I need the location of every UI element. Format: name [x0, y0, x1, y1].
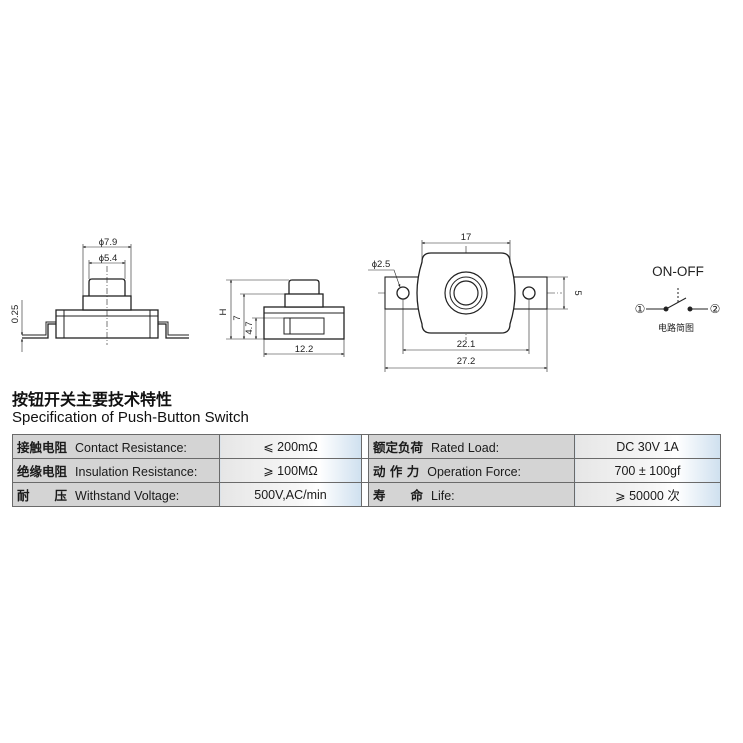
- table-gap: [361, 458, 369, 483]
- label-en: Insulation Resistance:: [75, 465, 198, 479]
- spec-label-life: 寿 命 Life:: [368, 482, 575, 507]
- table-row: 绝缘电阻 Insulation Resistance: ⩾ 100MΩ 动 作 力…: [12, 458, 721, 483]
- dim-hole-spacing: 22.1: [457, 339, 476, 350]
- dim-terminal-thickness: 0.25: [10, 305, 21, 324]
- top-view: [368, 240, 568, 372]
- label-en: Rated Load:: [431, 441, 500, 455]
- label-cn: 绝缘电阻: [17, 464, 68, 479]
- spec-value-withstand-voltage: 500V,AC/min: [219, 482, 362, 507]
- label-cn: 耐 压: [17, 488, 68, 503]
- side-view: [226, 279, 345, 357]
- dim-height-4-7: 4.7: [244, 321, 255, 334]
- spec-label-contact-resistance: 接触电阻 Contact Resistance:: [12, 434, 220, 459]
- table-gap: [361, 482, 369, 507]
- dim-overall-length: 27.2: [457, 356, 476, 367]
- dim-height-h: H: [218, 308, 229, 315]
- spec-label-withstand-voltage: 耐 压 Withstand Voltage:: [12, 482, 220, 507]
- label-en: Operation Force:: [427, 465, 522, 479]
- label-en: Contact Resistance:: [75, 441, 187, 455]
- circuit-caption: 电路简图: [658, 322, 694, 334]
- spec-label-operation-force: 动 作 力 Operation Force:: [368, 458, 575, 483]
- spec-value-contact-resistance: ⩽ 200mΩ: [219, 434, 362, 459]
- dim-tab-height: 5: [572, 290, 583, 295]
- label-cn: 寿 命: [373, 488, 424, 503]
- dim-hole-diameter: ϕ2.5: [372, 259, 391, 270]
- spec-label-rated-load: 额定负荷 Rated Load:: [368, 434, 575, 459]
- spec-label-insulation-resistance: 绝缘电阻 Insulation Resistance:: [12, 458, 220, 483]
- table-row: 耐 压 Withstand Voltage: 500V,AC/min 寿 命 Lif…: [12, 482, 721, 507]
- label-en: Withstand Voltage:: [75, 489, 180, 503]
- table-gap: [361, 434, 369, 459]
- label-cn: 额定负荷: [373, 440, 424, 455]
- dim-body-width: 17: [461, 232, 472, 243]
- label-en: Life:: [431, 489, 455, 503]
- table-row: 接触电阻 Contact Resistance: ⩽ 200mΩ 额定负荷 Rate…: [12, 434, 721, 459]
- dim-height-7: 7: [232, 315, 243, 320]
- spec-value-rated-load: DC 30V 1A: [574, 434, 721, 459]
- dim-inner-diameter: ϕ5.4: [99, 253, 118, 264]
- circuit-diagram: [646, 288, 708, 312]
- dim-outer-diameter: ϕ7.9: [99, 237, 118, 248]
- terminal-1-label: ①: [635, 302, 646, 316]
- spec-title-english: Specification of Push-Button Switch: [12, 409, 249, 426]
- spec-value-operation-force: 700 ± 100gf: [574, 458, 721, 483]
- spec-table: 接触电阻 Contact Resistance: ⩽ 200mΩ 额定负荷 Rate…: [12, 434, 721, 507]
- circuit-title: ON-OFF: [652, 264, 704, 279]
- spec-title-chinese: 按钮开关主要技术特性: [12, 390, 173, 409]
- front-view: [20, 244, 189, 352]
- label-cn: 动 作 力: [373, 464, 420, 479]
- spec-value-life: ⩾ 50000 次: [574, 482, 721, 507]
- label-cn: 接触电阻: [17, 440, 68, 455]
- terminal-2-label: ②: [710, 302, 721, 316]
- spec-value-insulation-resistance: ⩾ 100MΩ: [219, 458, 362, 483]
- dim-side-width: 12.2: [295, 344, 314, 355]
